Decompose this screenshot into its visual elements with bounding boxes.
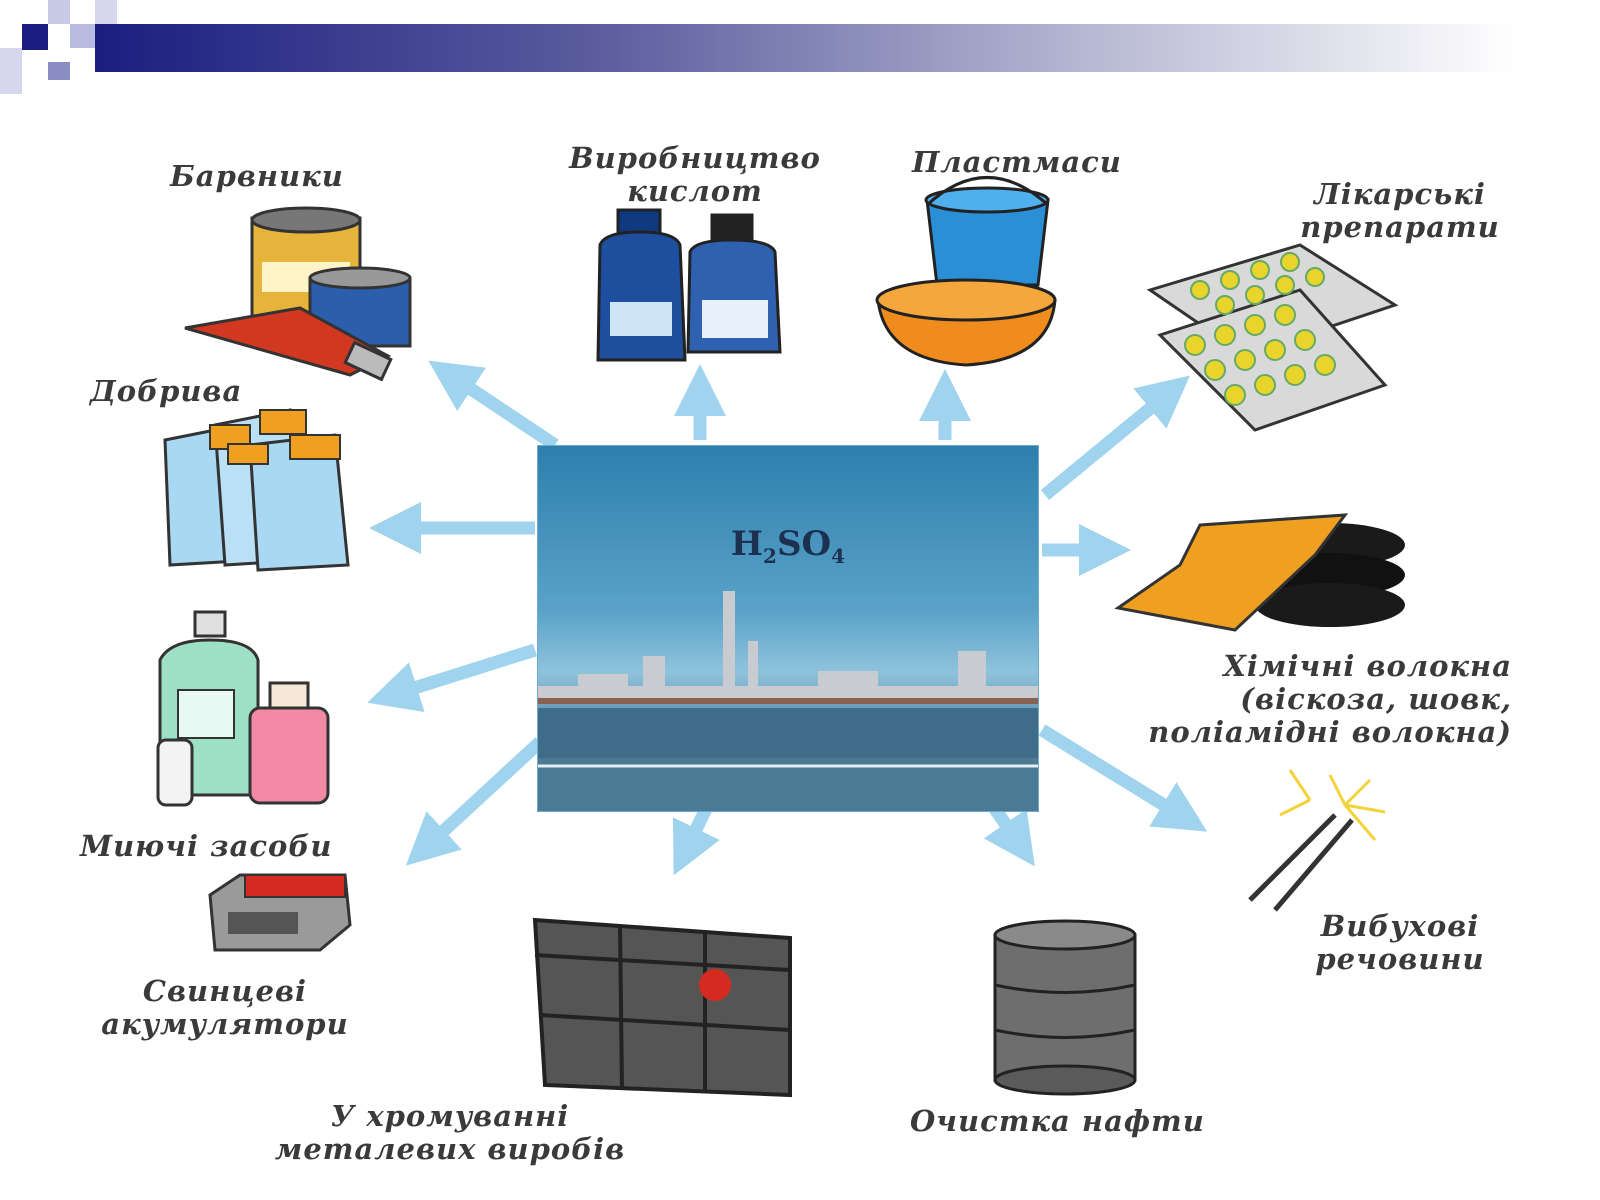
label-acids: Виробництво кислот — [560, 142, 830, 208]
arrow-to-drugs — [1040, 375, 1191, 501]
lead-battery-icon — [208, 873, 352, 952]
arrow-to-dyes — [428, 360, 559, 451]
sparkler-icon — [1248, 769, 1386, 912]
label-drugs: Лікарські препарати — [1280, 178, 1520, 244]
label-fibers-line3: поліамідні волокна) — [1148, 715, 1512, 749]
label-batteries-line2: акумулятори — [101, 1007, 349, 1041]
plastic-bucket-icon — [875, 176, 1057, 367]
detergent-bottles-icon — [156, 610, 330, 807]
label-acids-line1: Виробництво — [569, 141, 821, 175]
factory-skyline — [538, 591, 1038, 811]
header-square-dark — [22, 24, 48, 50]
label-oil: Очистка нафти — [910, 1104, 1205, 1138]
header-square-light — [48, 0, 70, 24]
label-chrome-line2: металевих виробів — [274, 1132, 626, 1166]
label-plastics: Пластмаси — [912, 145, 1122, 179]
label-explosives: Вибухові речовини — [1300, 910, 1500, 976]
label-detergents: Миючі засоби — [80, 829, 333, 863]
factory-photo: H2SO4 — [537, 445, 1039, 812]
fabric-rolls-icon — [1114, 513, 1405, 632]
label-explosives-line2: речовини — [1315, 942, 1485, 976]
label-fibers: Хімічні волокна (віскоза, шовк, поліамід… — [1130, 650, 1512, 749]
label-chrome: У хромуванні металевих виробів — [260, 1100, 640, 1166]
arrow-to-explosives — [1038, 724, 1208, 832]
h2so4-formula: H2SO4 — [730, 524, 846, 568]
header-square-light — [0, 48, 22, 94]
label-acids-line2: кислот — [627, 174, 763, 208]
label-fibers-line1: Хімічні волокна — [1223, 649, 1512, 683]
label-batteries: Свинцеві акумулятори — [85, 975, 365, 1041]
arrow-to-batteries — [405, 737, 545, 866]
header-gradient-bar — [95, 24, 1515, 72]
arrows — [367, 360, 1208, 876]
label-dyes: Барвники — [170, 159, 344, 193]
label-explosives-line1: Вибухові — [1320, 909, 1480, 943]
fertilizer-bags-icon — [163, 408, 350, 572]
oil-barrel-icon — [993, 919, 1137, 1096]
label-fertilizers: Добрива — [90, 374, 243, 408]
chrome-bath-icon — [532, 917, 792, 1098]
label-chrome-line1: У хромуванні — [330, 1099, 570, 1133]
label-fibers-line2: (віскоза, шовк, — [1240, 682, 1512, 716]
header-square-light — [95, 0, 117, 24]
label-batteries-line1: Свинцеві — [142, 974, 308, 1008]
arrow-to-detergents — [367, 643, 537, 712]
pill-blister-icon — [1146, 243, 1399, 432]
paint-cans-icon — [184, 206, 412, 382]
label-drugs-line2: препарати — [1300, 210, 1500, 244]
header-square-light — [70, 24, 95, 48]
label-drugs-line1: Лікарські — [1314, 177, 1486, 211]
header-square-mid — [48, 62, 70, 80]
acid-bottles-icon — [596, 208, 782, 362]
